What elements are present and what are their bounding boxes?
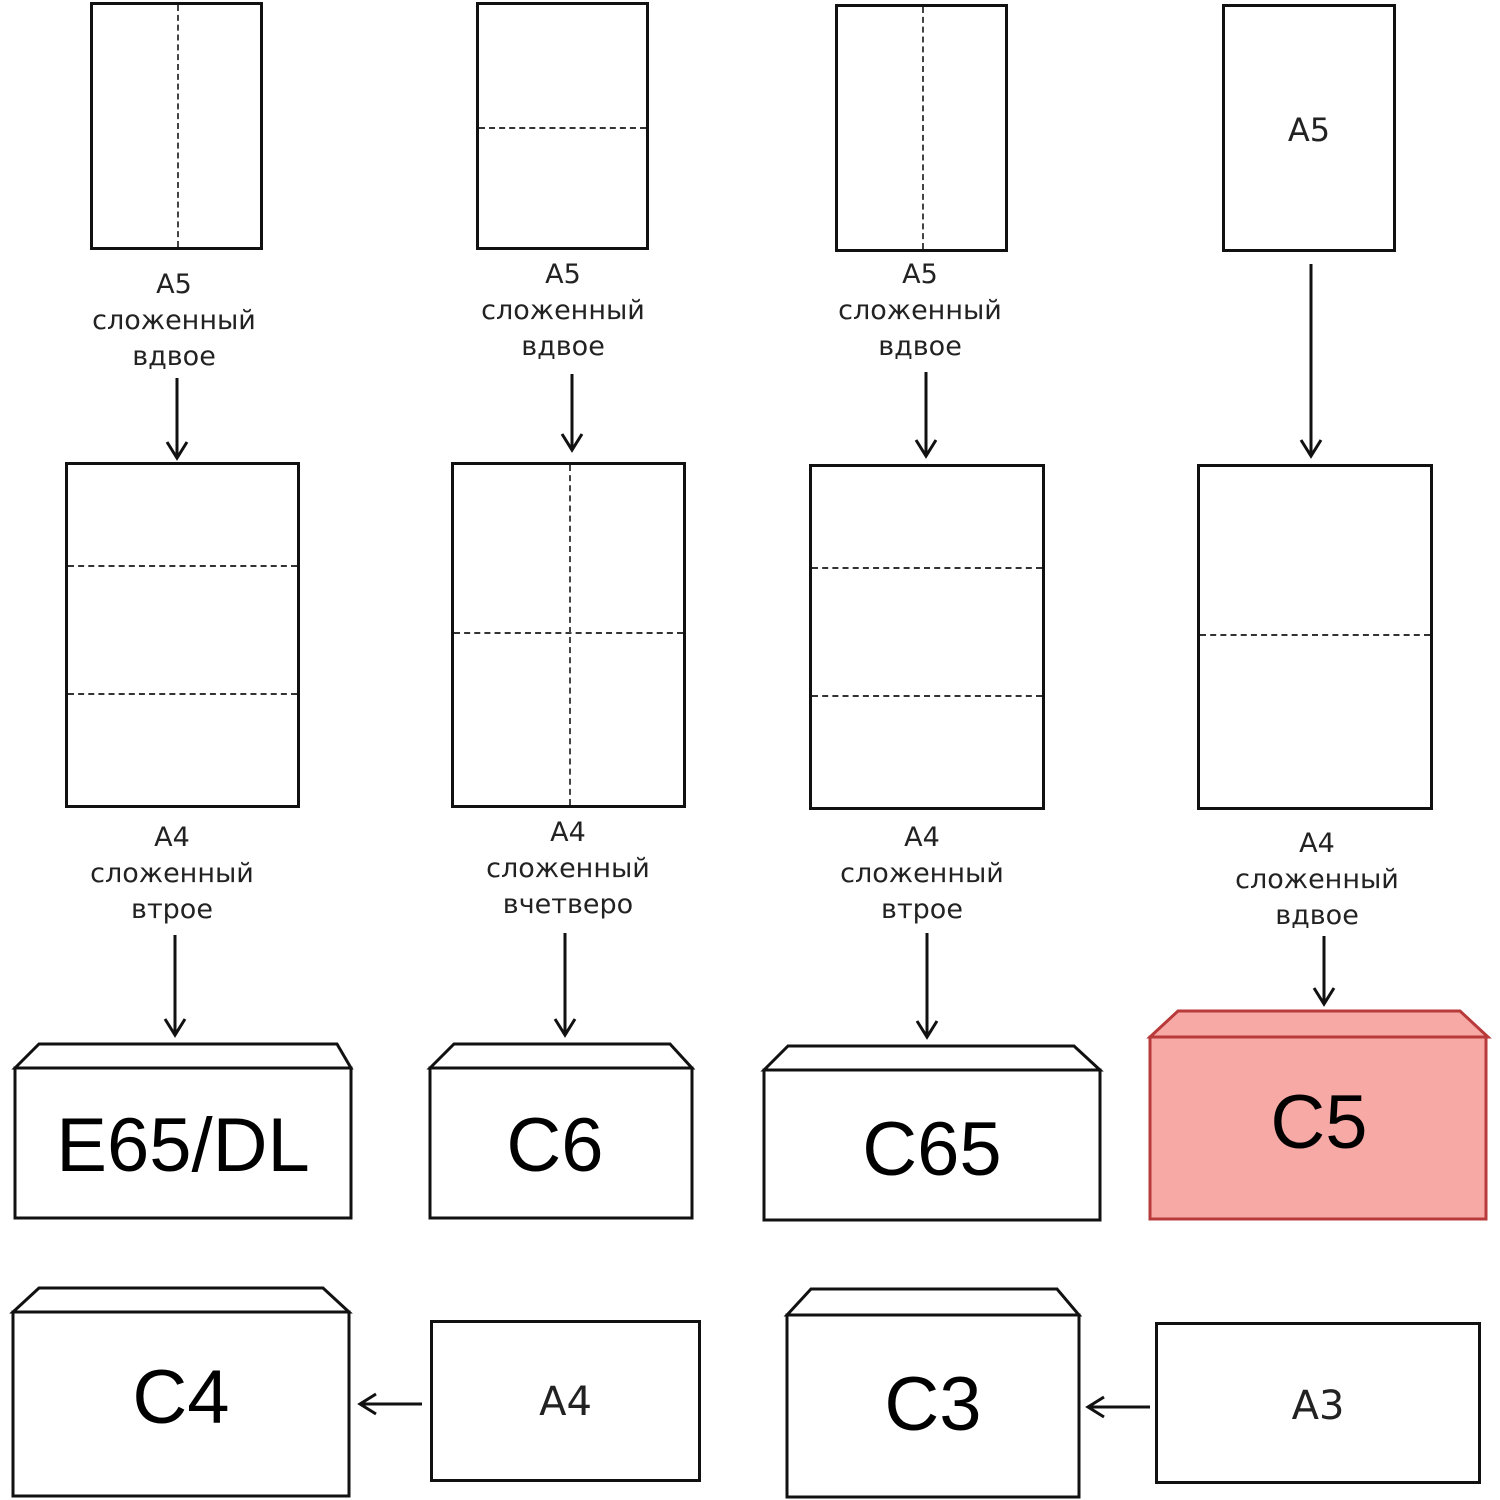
caption-size: A5 (545, 259, 581, 290)
fold-line (479, 127, 646, 129)
caption-col4-middle: A4 сложенный вдвое (1187, 826, 1447, 934)
caption-size: A5 (902, 259, 938, 290)
sheet-a4-folded-thirds (809, 464, 1045, 810)
caption-fold: вдвое (878, 331, 962, 362)
fold-line (68, 565, 297, 567)
arrow-down-icon (560, 374, 584, 453)
fold-line (68, 693, 297, 695)
caption-verb: сложенный (486, 853, 650, 884)
caption-fold: вчетверо (502, 889, 634, 920)
fold-line (177, 5, 179, 247)
fold-line (569, 465, 571, 805)
envelope-icon (426, 1042, 696, 1220)
caption-fold: вдвое (521, 331, 605, 362)
fold-line (812, 695, 1042, 697)
envelope-label: E65/DL (56, 1103, 310, 1188)
envelope-c4: C4 (9, 1286, 353, 1498)
sheet-a5-folded-horizontal (476, 2, 649, 250)
fold-line (922, 7, 924, 249)
fold-line (812, 567, 1042, 569)
caption-verb: сложенный (838, 295, 1002, 326)
caption-col3-middle: A4 сложенный втрое (792, 820, 1052, 928)
caption-verb: сложенный (481, 295, 645, 326)
caption-col1-middle: A4 сложенный втрое (42, 820, 302, 928)
sheet-a4-landscape: A4 (430, 1320, 701, 1482)
fold-line (1200, 634, 1430, 636)
caption-size: A4 (1299, 828, 1335, 859)
envelope-label: C3 (884, 1362, 982, 1447)
fold-line (454, 632, 683, 634)
sheet-a5-folded-vertical (90, 2, 263, 250)
sheet-a5-folded-vertical (835, 4, 1008, 252)
arrow-left-icon (1085, 1395, 1150, 1419)
envelope-icon (1146, 1009, 1492, 1221)
envelope-c65: C65 (760, 1044, 1104, 1222)
envelope-icon (783, 1287, 1083, 1499)
envelope-label: C5 (1270, 1080, 1368, 1165)
arrow-down-icon (553, 933, 577, 1038)
sheet-a4-folded-half (1197, 464, 1433, 810)
arrow-down-icon (1299, 264, 1323, 459)
envelope-label: C65 (862, 1107, 1002, 1192)
sheet-label: A4 (539, 1379, 592, 1425)
sheet-a4-folded-thirds (65, 462, 300, 808)
caption-verb: сложенный (92, 305, 256, 336)
envelope-icon (9, 1286, 353, 1498)
envelope-c6: C6 (426, 1042, 696, 1220)
sheet-a4-folded-quarters (451, 462, 686, 808)
caption-verb: сложенный (840, 858, 1004, 889)
arrow-down-icon (914, 372, 938, 459)
envelope-label: C6 (506, 1103, 604, 1188)
envelope-c5-highlighted: C5 (1146, 1009, 1492, 1221)
arrow-down-icon (1312, 936, 1336, 1007)
envelope-icon (11, 1042, 354, 1220)
envelope-icon (760, 1044, 1104, 1222)
caption-col3-top: A5 сложенный вдвое (790, 257, 1050, 365)
envelope-e65-dl: E65/DL (11, 1042, 354, 1220)
sheet-a3-landscape: A3 (1155, 1322, 1481, 1484)
caption-col2-middle: A4 сложенный вчетверо (438, 815, 698, 923)
arrow-down-icon (163, 935, 187, 1038)
caption-size: A5 (156, 269, 192, 300)
arrow-left-icon (357, 1392, 422, 1416)
caption-verb: сложенный (1235, 864, 1399, 895)
caption-size: A4 (904, 822, 940, 853)
caption-verb: сложенный (90, 858, 254, 889)
envelope-c3: C3 (783, 1287, 1083, 1499)
sheet-label: A5 (1287, 111, 1331, 149)
caption-size: A4 (550, 817, 586, 848)
caption-size: A4 (154, 822, 190, 853)
caption-fold: вдвое (1275, 900, 1359, 931)
caption-col1-top: A5 сложенный вдвое (44, 267, 304, 375)
envelope-label: C4 (132, 1355, 230, 1440)
arrow-down-icon (165, 378, 189, 461)
sheet-a5: A5 (1222, 4, 1396, 252)
caption-col2-top: A5 сложенный вдвое (433, 257, 693, 365)
arrow-down-icon (915, 933, 939, 1040)
caption-fold: втрое (131, 894, 213, 925)
sheet-label: A3 (1291, 1383, 1345, 1429)
caption-fold: вдвое (132, 341, 216, 372)
caption-fold: втрое (881, 894, 963, 925)
